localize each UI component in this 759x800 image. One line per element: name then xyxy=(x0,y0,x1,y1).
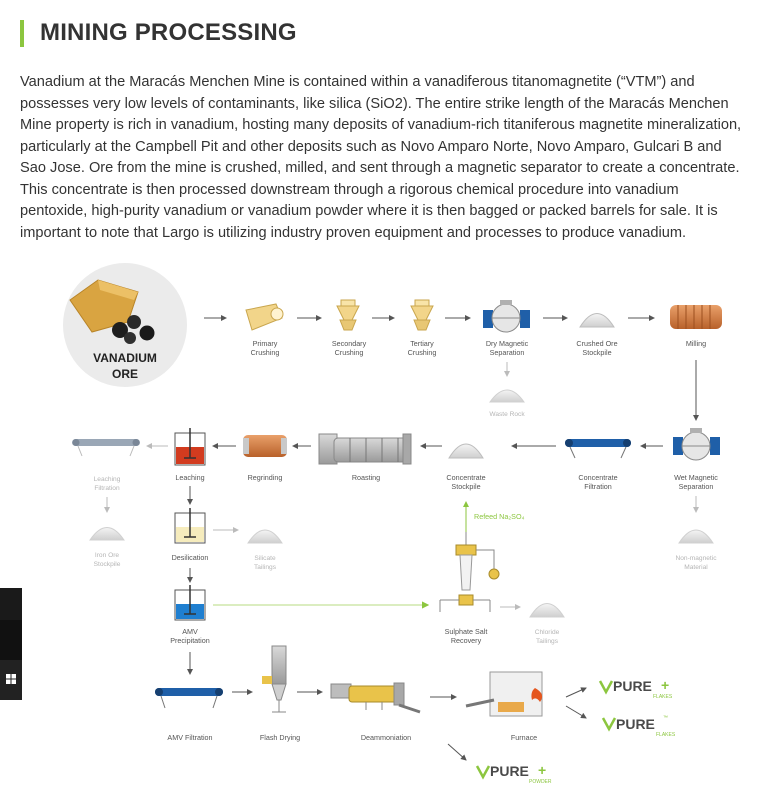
sulphate-salt-recovery-icon xyxy=(439,532,500,612)
label-amv-precipitation-2: Precipitation xyxy=(170,636,210,645)
ore-label-line2: ORE xyxy=(112,367,138,381)
label-leaching-filtration-1: Leaching xyxy=(94,476,121,483)
label-tertiary-crushing-2: Crushing xyxy=(408,348,437,357)
regrinding-mill-icon xyxy=(243,435,287,457)
v-logo-icon xyxy=(475,765,491,780)
sub-pure-plus-flakes: FLAKES xyxy=(653,694,673,700)
ore-label-line1: VANADIUM xyxy=(93,351,157,365)
label-leaching-filtration-2: Filtration xyxy=(94,485,120,492)
taskbar-fragment xyxy=(0,588,22,620)
flash-dryer-icon xyxy=(262,645,287,713)
label-leaching: Leaching xyxy=(175,473,204,482)
label-flash-drying: Flash Drying xyxy=(260,733,300,742)
deammoniation-kiln-icon xyxy=(330,682,421,714)
leaching-tank-icon xyxy=(174,428,206,466)
brand-pure-plus-powder: PURE xyxy=(490,763,529,779)
taskbar-fragment xyxy=(0,620,22,660)
wet-magnetic-separator-icon xyxy=(673,428,720,461)
iron-ore-pile-icon xyxy=(89,527,125,541)
leaching-filter-conveyor-icon xyxy=(72,439,140,457)
windows-start-button[interactable] xyxy=(0,660,22,700)
label-iron-ore-2: Stockpile xyxy=(94,561,121,568)
label-concentrate-filtration-1: Concentrate xyxy=(578,473,617,482)
windows-logo-icon xyxy=(6,674,16,684)
label-concentrate-stockpile-2: Stockpile xyxy=(451,482,480,491)
label-secondary-crushing-1: Secondary xyxy=(332,339,367,348)
furnace-icon xyxy=(465,671,543,717)
primary-crusher-icon xyxy=(245,303,284,331)
sub-pure-plus-powder: POWDER xyxy=(529,779,552,785)
non-magnetic-pile-icon xyxy=(678,529,714,544)
label-deammoniation: Deammoniation xyxy=(361,733,411,742)
desilication-tank-icon xyxy=(174,508,206,544)
label-concentrate-filtration-2: Filtration xyxy=(584,482,612,491)
mark-pure-flakes: ™ xyxy=(663,715,668,721)
label-chloride-tailings-1: Chloride xyxy=(535,629,560,636)
v-logo-icon xyxy=(598,680,614,695)
label-roasting: Roasting xyxy=(352,473,380,482)
page-title: MINING PROCESSING xyxy=(40,19,297,46)
label-crushed-ore-1: Crushed Ore xyxy=(576,339,617,348)
crushed-ore-pile-icon xyxy=(579,313,615,328)
silicate-tailings-pile-icon xyxy=(247,529,283,544)
mill-icon xyxy=(670,305,722,329)
label-chloride-tailings-2: Tailings xyxy=(536,638,559,645)
ore-rock-icon xyxy=(112,322,128,338)
label-furnace: Furnace xyxy=(511,733,537,742)
mark-pure-plus-powder: + xyxy=(538,762,546,778)
label-sulphate-salt-2: Recovery xyxy=(451,636,482,645)
label-sulphate-salt-1: Sulphate Salt xyxy=(445,627,488,636)
product-pure-plus-flakes: PURE + FLAKES xyxy=(598,677,673,700)
label-primary-crushing-2: Crushing xyxy=(251,348,280,357)
dry-magnetic-separator-icon xyxy=(483,300,530,333)
label-concentrate-stockpile-1: Concentrate xyxy=(446,473,485,482)
label-secondary-crushing-2: Crushing xyxy=(335,348,364,357)
label-iron-ore-1: Iron Ore xyxy=(95,552,120,559)
chloride-tailings-pile-icon xyxy=(529,603,565,618)
product-pure-plus-powder: PURE + POWDER xyxy=(475,762,552,785)
concentrate-filter-conveyor-icon xyxy=(565,439,631,459)
amv-precipitation-tank-icon xyxy=(174,585,206,621)
label-wet-magnetic-1: Wet Magnetic xyxy=(674,473,718,482)
label-milling: Milling xyxy=(686,339,706,348)
label-silicate-tailings-1: Silicate xyxy=(254,555,276,562)
intro-paragraph: Vanadium at the Maracás Menchen Mine is … xyxy=(20,74,742,241)
brand-pure-plus-flakes: PURE xyxy=(613,678,652,694)
label-tertiary-crushing-1: Tertiary xyxy=(410,339,434,348)
sub-pure-flakes: FLAKES xyxy=(656,732,676,738)
concentrate-pile-icon xyxy=(448,443,484,459)
label-desilication: Desilication xyxy=(172,553,209,562)
label-refeed: Refeed Na₂SO₄ xyxy=(474,512,525,521)
label-silicate-tailings-2: Tailings xyxy=(254,564,277,571)
label-primary-crushing-1: Primary xyxy=(253,339,278,348)
heading-accent-bar xyxy=(20,20,24,47)
label-amv-filtration: AMV Filtration xyxy=(167,733,212,742)
label-amv-precipitation-1: AMV xyxy=(182,627,198,636)
label-non-magnetic-1: Non-magnetic xyxy=(675,555,717,562)
product-pure-flakes: PURE ™ FLAKES xyxy=(601,715,676,738)
tertiary-crusher-icon xyxy=(410,299,434,331)
label-regrinding: Regrinding xyxy=(248,473,283,482)
brand-pure-flakes: PURE xyxy=(616,716,655,732)
vanadium-ore-node: VANADIUM ORE xyxy=(63,263,187,387)
label-crushed-ore-2: Stockpile xyxy=(582,348,611,357)
label-dry-magnetic-2: Separation xyxy=(490,348,525,357)
label-waste-rock: Waste Rock xyxy=(489,411,525,418)
waste-rock-pile-icon xyxy=(489,389,525,403)
label-non-magnetic-2: Material xyxy=(684,564,708,571)
amv-filter-conveyor-icon xyxy=(155,688,223,709)
roasting-kiln-icon xyxy=(318,433,412,465)
flame-icon xyxy=(531,688,543,702)
label-wet-magnetic-2: Separation xyxy=(679,482,714,491)
mark-pure-plus-flakes: + xyxy=(661,677,669,693)
v-logo-icon xyxy=(601,717,617,732)
secondary-crusher-icon xyxy=(336,299,360,331)
label-dry-magnetic-1: Dry Magnetic xyxy=(486,339,529,348)
